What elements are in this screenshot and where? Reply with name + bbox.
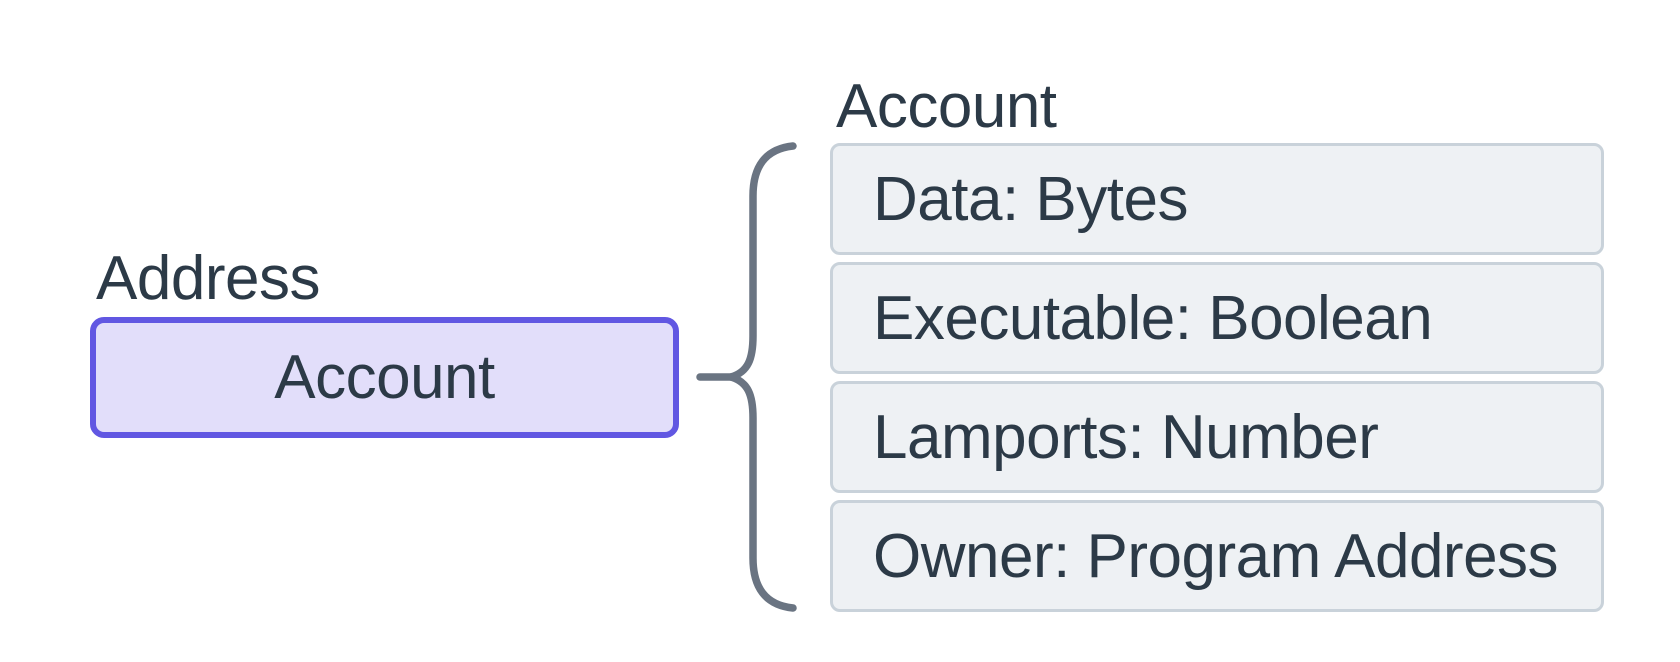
field-lamports-number: Lamports: Number <box>830 381 1604 493</box>
address-account-node-label: Account <box>274 343 495 412</box>
address-label: Address <box>96 244 320 313</box>
field-lamports-number-label: Lamports: Number <box>873 402 1379 472</box>
brace-path <box>727 142 797 612</box>
field-owner-program-address: Owner: Program Address <box>830 500 1604 612</box>
account-label: Account <box>836 72 1057 141</box>
field-data-bytes-label: Data: Bytes <box>873 164 1188 234</box>
field-executable-boolean: Executable: Boolean <box>830 262 1604 374</box>
address-account-node: Account <box>90 317 679 438</box>
field-executable-boolean-label: Executable: Boolean <box>873 283 1433 353</box>
field-data-bytes: Data: Bytes <box>830 143 1604 255</box>
account-fields-list: Data: Bytes Executable: Boolean Lamports… <box>830 143 1604 612</box>
field-owner-program-address-label: Owner: Program Address <box>873 521 1559 591</box>
